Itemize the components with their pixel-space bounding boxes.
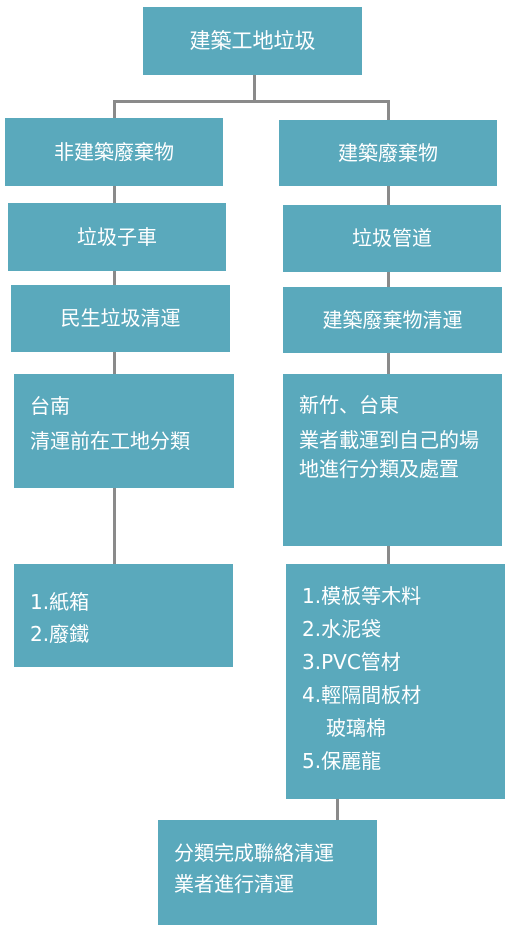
left-branch-title-node: 非建築廢棄物 xyxy=(5,118,223,186)
connector-left-down xyxy=(113,100,116,118)
connector-right-2 xyxy=(387,272,390,287)
left-step1-node: 垃圾子車 xyxy=(8,203,226,271)
right-item-2: 2.水泥袋 xyxy=(302,617,382,641)
final-line-1: 分類完成聯絡清運 xyxy=(174,841,334,865)
right-branch-title-node: 建築廢棄物 xyxy=(279,120,497,186)
left-step2-node: 民生垃圾清運 xyxy=(11,285,230,352)
right-region-label: 新竹、台東 xyxy=(299,393,399,417)
connector-root-down xyxy=(253,75,256,102)
right-item-4: 4.輕隔間板材 xyxy=(302,683,422,707)
connector-left-3 xyxy=(113,352,116,374)
connector-right-4 xyxy=(387,546,390,564)
left-step1-label: 垃圾子車 xyxy=(77,224,157,249)
final-line-2: 業者進行清運 xyxy=(174,872,294,896)
left-region-node: 台南 清運前在工地分類 xyxy=(14,374,234,488)
right-item-3: 3.PVC管材 xyxy=(302,650,401,674)
right-item-5: 5.保麗龍 xyxy=(302,749,382,773)
connector-left-1 xyxy=(113,186,116,203)
right-step2-label: 建築廢棄物清運 xyxy=(322,307,463,332)
left-region-label: 台南 xyxy=(30,394,70,418)
left-item-2: 2.廢鐵 xyxy=(30,622,90,646)
right-items-node: 1.模板等木料 2.水泥袋 3.PVC管材 4.輕隔間板材 玻璃棉 5.保麗龍 xyxy=(286,564,505,799)
left-step2-label: 民生垃圾清運 xyxy=(60,306,181,330)
right-step1-label: 垃圾管道 xyxy=(352,226,432,250)
connector-right-1 xyxy=(387,186,390,205)
left-region-note: 清運前在工地分類 xyxy=(30,429,190,453)
connector-right-down xyxy=(387,100,390,120)
connector-right-3 xyxy=(387,353,390,374)
right-region-node: 新竹、台東 業者載運到自己的場地進行分類及處置 xyxy=(283,374,502,546)
connector-right-5 xyxy=(336,799,339,820)
connector-horizontal xyxy=(113,100,390,103)
left-items-node: 1.紙箱 2.廢鐵 xyxy=(14,564,233,667)
connector-left-4 xyxy=(113,488,116,564)
final-node: 分類完成聯絡清運 業者進行清運 xyxy=(158,820,377,925)
right-step1-node: 垃圾管道 xyxy=(283,205,501,272)
root-label: 建築工地垃圾 xyxy=(189,28,316,53)
left-branch-title: 非建築廢棄物 xyxy=(54,139,174,164)
right-item-4b: 玻璃棉 xyxy=(326,716,386,740)
right-region-note: 業者載運到自己的場地進行分類及處置 xyxy=(299,428,479,481)
right-step2-node: 建築廢棄物清運 xyxy=(283,287,502,353)
left-item-1: 1.紙箱 xyxy=(30,590,90,614)
right-branch-title: 建築廢棄物 xyxy=(338,140,438,165)
right-item-1: 1.模板等木料 xyxy=(302,584,422,608)
connector-left-2 xyxy=(113,271,116,285)
root-node: 建築工地垃圾 xyxy=(143,7,362,75)
